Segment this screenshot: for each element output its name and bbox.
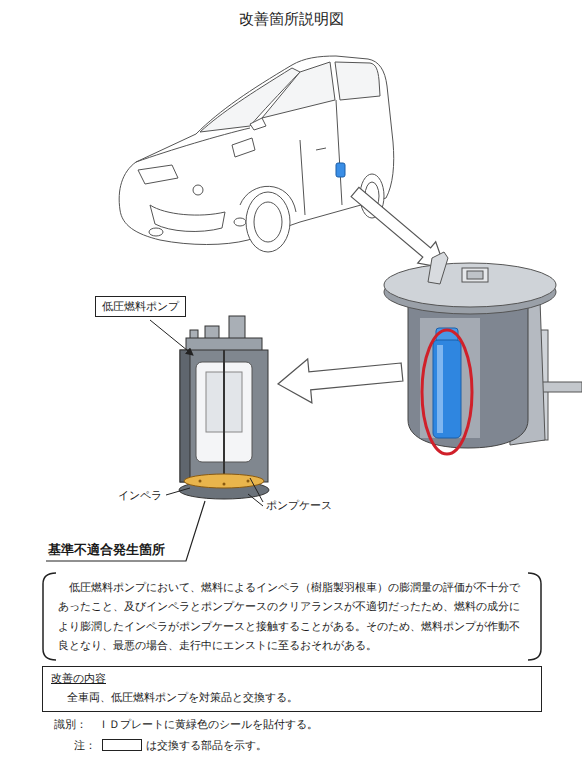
car-drawing bbox=[336, 163, 345, 177]
leader-line bbox=[248, 494, 263, 506]
part-label: ポンプケース bbox=[266, 498, 332, 513]
fuel-pump-module bbox=[437, 345, 443, 433]
car-drawing bbox=[335, 62, 380, 100]
leader-line bbox=[150, 320, 193, 355]
car-drawing bbox=[149, 228, 163, 236]
pump-cutaway bbox=[223, 350, 225, 478]
car-drawing bbox=[250, 118, 266, 130]
pump-cutaway bbox=[180, 350, 268, 482]
part-label: インペラ bbox=[118, 488, 162, 503]
pump-cutaway bbox=[180, 350, 190, 482]
car-drawing bbox=[316, 148, 326, 150]
fuel-pump-module bbox=[384, 252, 582, 454]
bracket-left bbox=[43, 573, 56, 660]
leader-line bbox=[250, 478, 263, 502]
car-drawing bbox=[232, 138, 255, 157]
page-title: 改善箇所説明図 bbox=[0, 10, 582, 29]
leader-line bbox=[46, 320, 263, 561]
bracket-right bbox=[528, 573, 541, 660]
leader-line bbox=[166, 488, 190, 495]
pump-cutaway bbox=[247, 480, 250, 483]
car-drawing bbox=[336, 100, 342, 205]
note-text: は交換する部品を示す。 bbox=[146, 738, 267, 753]
fuel-pump-module bbox=[462, 268, 488, 282]
note-text: ＩＤプレートに黄緑色のシールを貼付する。 bbox=[98, 717, 318, 732]
pump-cutaway bbox=[199, 480, 202, 483]
fuel-pump-module bbox=[384, 263, 556, 307]
note-label: 注： bbox=[74, 738, 96, 753]
car-drawing bbox=[262, 62, 335, 118]
hollow-arrow bbox=[351, 187, 445, 268]
car-drawing bbox=[150, 205, 225, 231]
fuel-pump-module bbox=[433, 340, 461, 438]
box-text: 低圧燃料ポンプ bbox=[102, 299, 179, 314]
pump-cutaway bbox=[229, 316, 245, 340]
car-drawing bbox=[246, 192, 290, 252]
remedy-box: 改善の内容全車両、低圧燃料ポンプを対策品と交換する。 bbox=[42, 666, 542, 712]
part-name-box: 低圧燃料ポンプ bbox=[95, 296, 186, 317]
fuel-pump-module bbox=[467, 271, 483, 279]
description-box: 低圧燃料ポンプにおいて、燃料によるインペラ（樹脂製羽根車）の膨潤量の評価が不十分… bbox=[42, 572, 542, 661]
fuel-pump-module bbox=[428, 252, 448, 284]
car-drawing bbox=[193, 185, 203, 195]
fuel-pump-module bbox=[422, 330, 472, 454]
replace-part-box bbox=[102, 739, 142, 751]
box-body-text: 全車両、低圧燃料ポンプを対策品と交換する。 bbox=[51, 689, 533, 708]
pump-cutaway bbox=[179, 316, 269, 499]
note-label: 識別： bbox=[54, 717, 87, 732]
car-drawing bbox=[138, 165, 178, 184]
car-drawing bbox=[234, 218, 246, 226]
car-drawing bbox=[119, 56, 394, 245]
car-drawing bbox=[254, 202, 282, 242]
box-text: 改善の内容 bbox=[51, 670, 533, 689]
defect-location-label: 基準不適合発生箇所 bbox=[48, 541, 165, 559]
pump-cutaway bbox=[223, 483, 226, 486]
leader-line bbox=[46, 501, 205, 561]
box-text: 低圧燃料ポンプにおいて、燃料によるインペラ（樹脂製羽根車）の膨潤量の評価が不十分… bbox=[58, 578, 526, 655]
car-drawing bbox=[300, 140, 305, 215]
car-drawing bbox=[119, 56, 394, 252]
hollow-arrow bbox=[278, 359, 403, 403]
